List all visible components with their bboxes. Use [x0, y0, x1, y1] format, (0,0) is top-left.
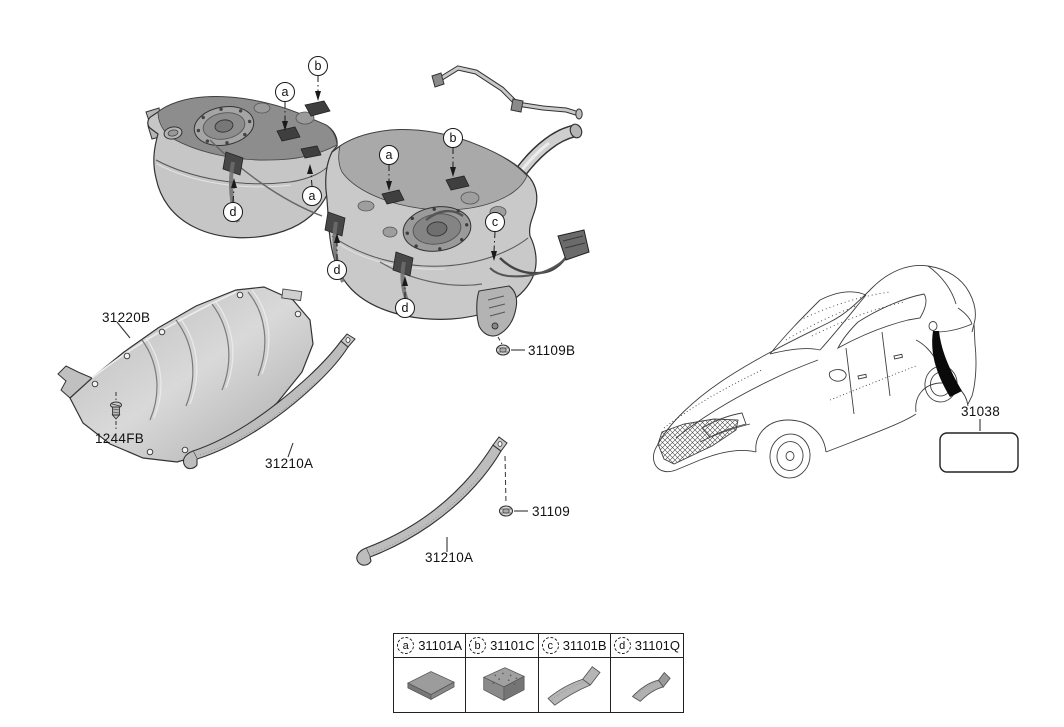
- pad-b: [304, 100, 331, 117]
- fuel-pump-flange: [193, 106, 255, 146]
- fuel-pump-assembly: [402, 206, 472, 252]
- callout-d-2[interactable]: d: [327, 260, 347, 280]
- legend-part-image-d: [631, 671, 671, 702]
- legend-image-cell-c: [539, 658, 611, 712]
- legend-part-image-c: [547, 666, 601, 706]
- tank-mounting-bracket: [476, 285, 518, 337]
- pad-a: [300, 145, 322, 159]
- callout-a-2[interactable]: a: [379, 145, 399, 165]
- vehicle-location-illustration: [653, 264, 977, 479]
- legend-part-number-a: 31101A: [418, 638, 463, 653]
- callout-d-3[interactable]: d: [395, 298, 415, 318]
- screw-icon: [110, 392, 122, 429]
- legend-part-number-d: 31101Q: [634, 638, 681, 653]
- legend-image-cell-b: [466, 658, 539, 712]
- legend-cell-c[interactable]: c 31101B: [538, 634, 611, 658]
- bolt-icon-31109: [498, 455, 528, 517]
- legend-table: a 31101A b 31101C c 31101B d 31101Q: [393, 633, 684, 713]
- legend-part-number-c: 31101B: [562, 638, 607, 653]
- legend-part-image-b: [482, 667, 525, 702]
- legend-cell-d[interactable]: d 31101Q: [610, 634, 683, 658]
- legend-part-number-b: 31101C: [490, 638, 535, 653]
- harness-connector: [557, 229, 590, 261]
- fuel-filler-door: [928, 321, 938, 331]
- legend-letter-c: c: [541, 637, 559, 654]
- pad-a: [381, 189, 405, 205]
- legend-image-cell-d: [611, 658, 683, 712]
- bolt-icon-31109B: [495, 336, 525, 356]
- legend-cell-b[interactable]: b 31101C: [466, 634, 539, 658]
- part-label-31220B[interactable]: 31220B: [102, 310, 151, 325]
- tube-clamp: [431, 72, 445, 88]
- part-label-1244FB[interactable]: 1244FB: [95, 431, 145, 446]
- legend-letter-b: b: [469, 637, 487, 654]
- callout-a-3[interactable]: a: [302, 186, 322, 206]
- callout-b-2[interactable]: b: [443, 128, 463, 148]
- callout-b-1[interactable]: b: [308, 56, 328, 76]
- callout-arrowheads: [231, 91, 497, 286]
- fuel-tank-strap-rear: [356, 436, 508, 566]
- pad-b: [445, 175, 470, 191]
- part-label-31109[interactable]: 31109: [532, 504, 571, 519]
- fuel-filler-location-swoosh: [932, 331, 962, 397]
- heat-shield-illustration: [57, 286, 314, 463]
- legend-image-cell-a: [394, 658, 467, 712]
- part-label-31038[interactable]: 31038: [961, 404, 1001, 419]
- callout-d-1[interactable]: d: [223, 202, 243, 222]
- legend-cell-a[interactable]: a 31101A: [394, 634, 467, 658]
- callout-leader-lines: [232, 76, 496, 298]
- callout-a-1[interactable]: a: [275, 82, 295, 102]
- fuel-tank-assembly-illustration: [145, 65, 590, 337]
- part-label-31109B[interactable]: 31109B: [528, 343, 576, 358]
- label-plate-box: [939, 432, 1019, 473]
- part-label-31210A-front[interactable]: 31210A: [265, 456, 314, 471]
- callout-c-1[interactable]: c: [485, 212, 505, 232]
- legend-letter-d: d: [613, 637, 631, 654]
- fuel-tank-strap-front: [182, 333, 356, 470]
- label-pointer-lines: [116, 321, 981, 552]
- tube-clamp: [510, 98, 524, 113]
- legend-part-image-a: [406, 671, 455, 701]
- legend-letter-a: a: [397, 637, 415, 654]
- part-label-31210A-rear[interactable]: 31210A: [425, 550, 474, 565]
- pad-a: [276, 126, 301, 142]
